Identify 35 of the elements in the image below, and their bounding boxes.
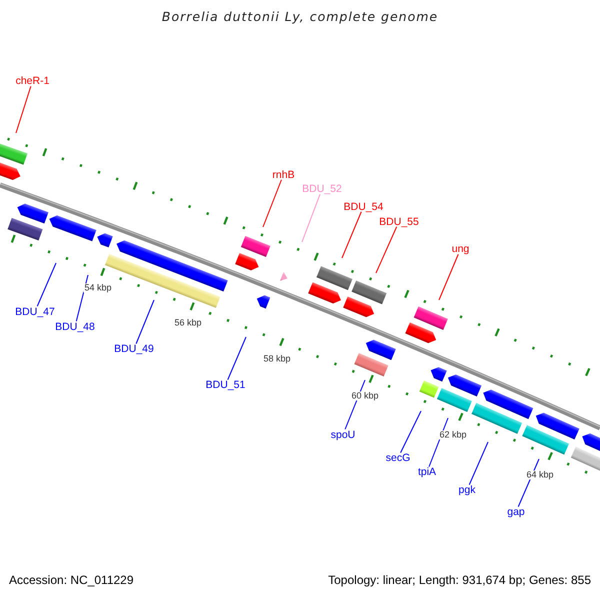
leader-line: [468, 442, 488, 486]
leader-line: [227, 336, 246, 380]
gene-label: rnhB: [272, 169, 295, 180]
gene-label: BDU_49: [114, 344, 154, 354]
title: Borrelia duttonii Ly, complete genome: [162, 11, 438, 24]
gene-label: BDU_52: [302, 184, 342, 194]
scale-label: 62 kbp: [438, 430, 468, 440]
gene-label: secG: [386, 452, 410, 464]
leader-line: [376, 226, 398, 274]
gene-label: tpiA: [418, 466, 436, 478]
gene-label: cheR-1: [16, 76, 50, 86]
leader-line: [16, 86, 32, 134]
gene-label: spoU: [330, 429, 356, 440]
leader-line: [438, 254, 459, 300]
leader-line: [36, 262, 56, 307]
footer-text: Topology: linear; Length: 931,674 bp; Genes: 855: [328, 574, 591, 586]
gene-label: pgk: [458, 484, 476, 496]
gene-label: ung: [452, 244, 470, 254]
leader-line: [400, 410, 422, 454]
leader-line: [136, 300, 154, 344]
scale-label: 56 kbp: [173, 318, 203, 328]
scale-label: 58 kbp: [262, 354, 292, 364]
scale-label: 54 kbp: [83, 284, 113, 292]
leader-line: [342, 211, 362, 258]
gene-label: BDU_51: [206, 380, 246, 390]
gene-label: BDU_55: [379, 216, 419, 227]
gene-label: BDU_48: [55, 321, 95, 332]
leader-line: [302, 194, 321, 242]
leader-line: [262, 179, 282, 228]
scale-label: 60 kbp: [350, 392, 380, 400]
gene-label: BDU_47: [15, 306, 55, 317]
scale-label: 64 kbp: [525, 470, 555, 480]
gene-label: BDU_54: [344, 201, 384, 212]
gene-label: gap: [507, 506, 525, 518]
footer-text: Accession: NC_011229: [9, 574, 134, 586]
